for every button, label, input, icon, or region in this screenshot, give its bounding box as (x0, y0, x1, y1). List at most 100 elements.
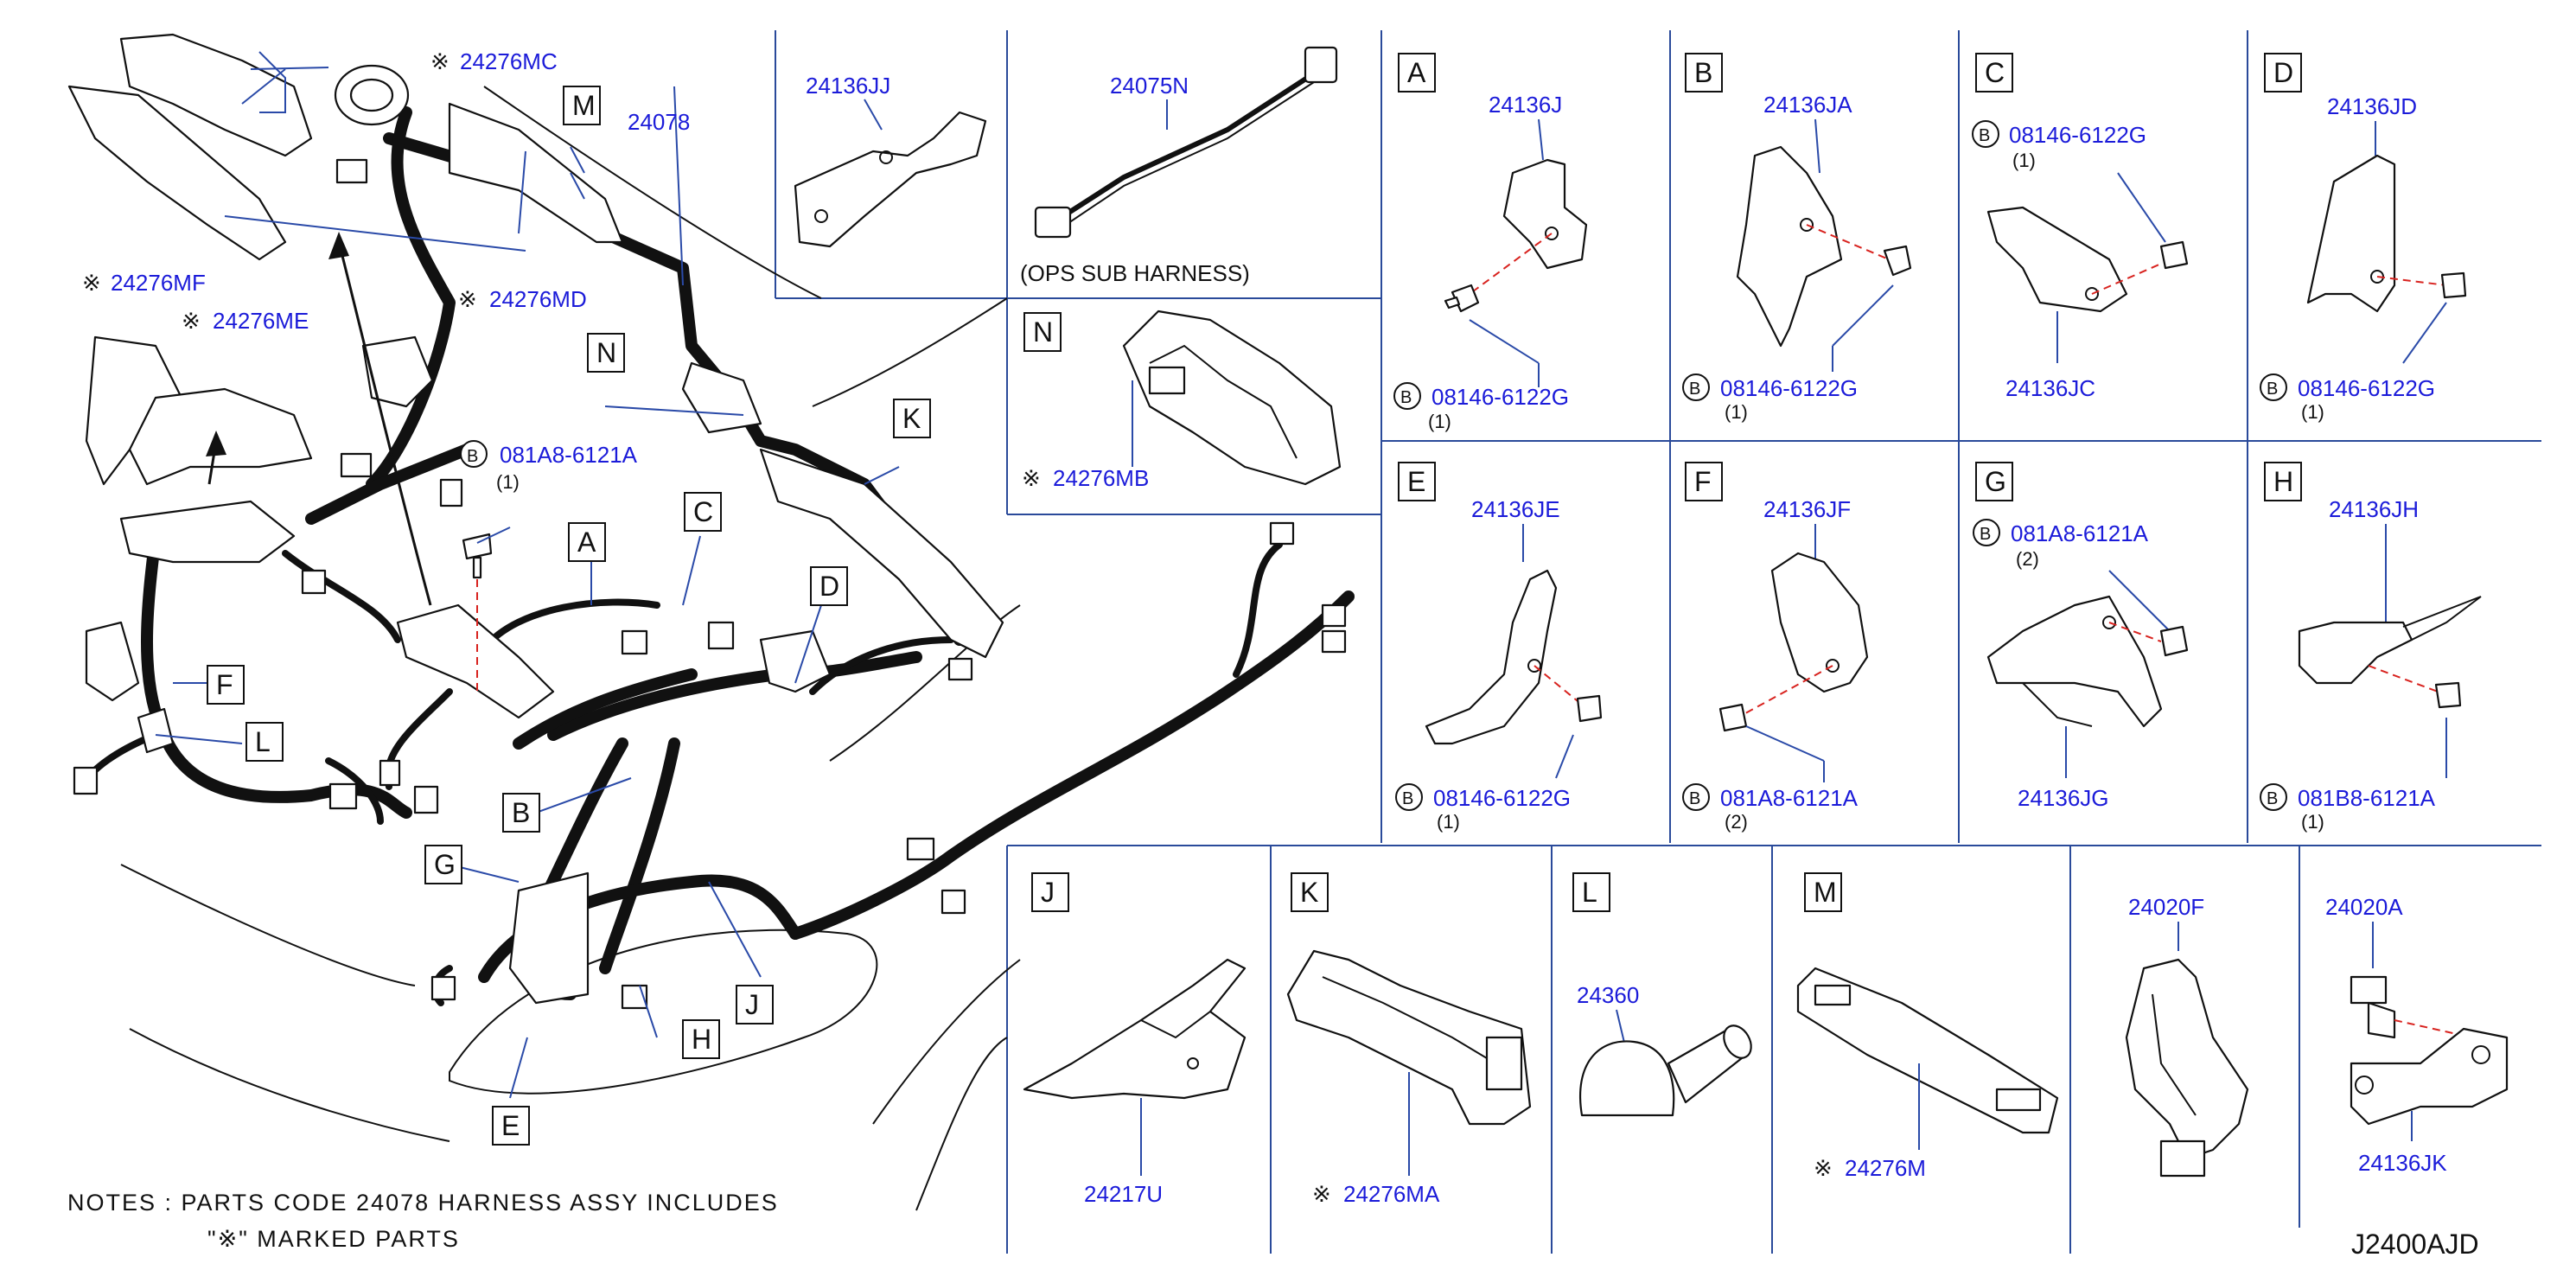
cell-24020F: 24020F (2125, 894, 2249, 1178)
part-24136JF: 24136JF (1763, 496, 1851, 522)
letter-N-cell: N (1033, 316, 1053, 348)
svg-text:H: H (2273, 466, 2293, 497)
letter-C: C (693, 496, 713, 527)
part-24276MB: 24276MB (1053, 465, 1149, 491)
letter-H: H (692, 1024, 711, 1055)
connector-group (73, 158, 1347, 1010)
cell-24020A-24136JK: 24020A 24136JK (2325, 894, 2509, 1176)
svg-text:B: B (1980, 525, 1991, 544)
svg-text:(1): (1) (2301, 401, 2324, 423)
cell-N: N ※ 24276MB (1022, 310, 1342, 491)
asterisk-mc: ※ (430, 48, 450, 74)
diagram-code: J2400AJD (2351, 1229, 2479, 1260)
callout-24276ME: 24276ME (213, 308, 309, 334)
svg-text:B: B (1979, 126, 1990, 145)
letter-G: G (434, 849, 456, 880)
part-24136JD: 24136JD (2327, 93, 2417, 119)
svg-text:M: M (1814, 877, 1837, 908)
part-24136JG: 24136JG (2018, 785, 2109, 811)
part-24217U: 24217U (1084, 1181, 1163, 1207)
ops-caption: (OPS SUB HARNESS) (1020, 260, 1250, 286)
asterisk-md: ※ (458, 286, 477, 312)
svg-text:(1): (1) (1725, 401, 1748, 423)
svg-text:B: B (1689, 789, 1700, 808)
cell-24075N: 24075N (OPS SUB HARNESS) (1020, 46, 1338, 286)
callout-24078: 24078 (628, 109, 690, 135)
letter-E: E (501, 1110, 520, 1141)
letter-N: N (596, 337, 616, 368)
cell-G: G B 081A8-6121A (2) 24136JG (1973, 462, 2189, 811)
svg-text:E: E (1407, 466, 1425, 497)
callout-24276MF: 24276MF (111, 270, 206, 296)
part-24136JE: 24136JE (1471, 496, 1560, 522)
part-24276MA: 24276MA (1343, 1181, 1440, 1207)
cell-B: B 24136JA B 08146-6122G (1) (1682, 53, 1912, 423)
svg-text:F: F (1694, 466, 1712, 497)
callout-081A8-6121A: 081A8-6121A (500, 442, 638, 468)
svg-text:※: ※ (1022, 465, 1041, 491)
letter-D: D (819, 571, 839, 602)
main-assembly-view (67, 33, 1355, 1211)
callout-qty: (1) (496, 471, 520, 493)
cell-E: E 24136JE B 08146-6122G (1) (1395, 462, 1603, 833)
notes-line-2: "※" MARKED PARTS (207, 1226, 460, 1252)
part-24136JC: 24136JC (2005, 375, 2095, 401)
part-24136JA: 24136JA (1763, 92, 1852, 118)
svg-text:(2): (2) (1725, 811, 1748, 833)
svg-text:(2): (2) (2016, 548, 2039, 570)
notes-line-1: NOTES : PARTS CODE 24078 HARNESS ASSY IN… (67, 1190, 779, 1216)
bolt-A: 08146-6122G (1431, 384, 1569, 410)
part-24136JH: 24136JH (2329, 496, 2419, 522)
panel-grid (775, 30, 2541, 1254)
part-24136JK: 24136JK (2358, 1150, 2447, 1176)
svg-text:24075N: 24075N (1110, 73, 1189, 99)
cell-L: L 24360 (1572, 872, 1752, 1117)
svg-text:※: ※ (1312, 1181, 1331, 1207)
cell-C: C B 08146-6122G (1) 24136JC (1972, 53, 2189, 401)
bolt-G: 081A8-6121A (2011, 520, 2149, 546)
cell-H: H 24136JH B 081B8-6121A (1) (2260, 462, 2482, 833)
cell-F: F 24136JF B 081A8-6121A (2) (1682, 462, 1869, 833)
cell-J: J 24217U (1023, 872, 1247, 1207)
letter-B: B (512, 797, 530, 828)
bolt-E: 08146-6122G (1433, 785, 1571, 811)
svg-text:B: B (1689, 380, 1700, 399)
svg-text:(1): (1) (1428, 411, 1451, 432)
letter-M: M (572, 90, 596, 121)
svg-text:※: ※ (1814, 1155, 1833, 1181)
asterisk-mf: ※ (82, 270, 101, 296)
svg-text:(1): (1) (1437, 811, 1460, 833)
main-callouts: ※ 24276MC ※ 24276MF ※ 24276ME ※ 24276MD … (82, 48, 690, 493)
bolt-B: 08146-6122G (1720, 375, 1858, 401)
svg-text:B: B (1694, 57, 1712, 88)
svg-text:G: G (1985, 466, 2006, 497)
svg-text:(1): (1) (2012, 150, 2036, 171)
svg-text:A: A (1407, 57, 1426, 88)
bolt-H: 081B8-6121A (2298, 785, 2436, 811)
cell-A: A 24136J B 08146-6122G (1) (1393, 53, 1588, 432)
svg-text:(1): (1) (2301, 811, 2324, 833)
letter-K: K (902, 403, 921, 434)
main-letter-boxes: M N K A C D F L B G H J E (207, 86, 931, 1146)
letter-F: F (216, 669, 233, 700)
bolt-F: 081A8-6121A (1720, 785, 1859, 811)
part-24276M: 24276M (1845, 1155, 1926, 1181)
svg-text:K: K (1300, 877, 1318, 908)
svg-text:J: J (1041, 877, 1055, 908)
svg-text:L: L (1582, 877, 1597, 908)
callout-24276MC: 24276MC (460, 48, 558, 74)
cell-M: M ※ 24276M (1796, 872, 2059, 1181)
svg-text:B: B (1402, 789, 1413, 808)
cell-K: K ※ 24276MA (1286, 872, 1532, 1207)
svg-text:D: D (2273, 57, 2293, 88)
svg-text:B: B (1400, 388, 1412, 407)
svg-text:24136JJ: 24136JJ (806, 73, 890, 99)
bolt-D: 08146-6122G (2298, 375, 2435, 401)
cell-D: D 24136JD B 08146-6122G (1) (2260, 53, 2467, 423)
bolt-b-circle (460, 440, 488, 468)
part-24020F: 24020F (2128, 894, 2204, 920)
letter-J: J (745, 989, 759, 1020)
svg-text:B: B (2267, 789, 2278, 808)
part-24360: 24360 (1577, 982, 1639, 1008)
